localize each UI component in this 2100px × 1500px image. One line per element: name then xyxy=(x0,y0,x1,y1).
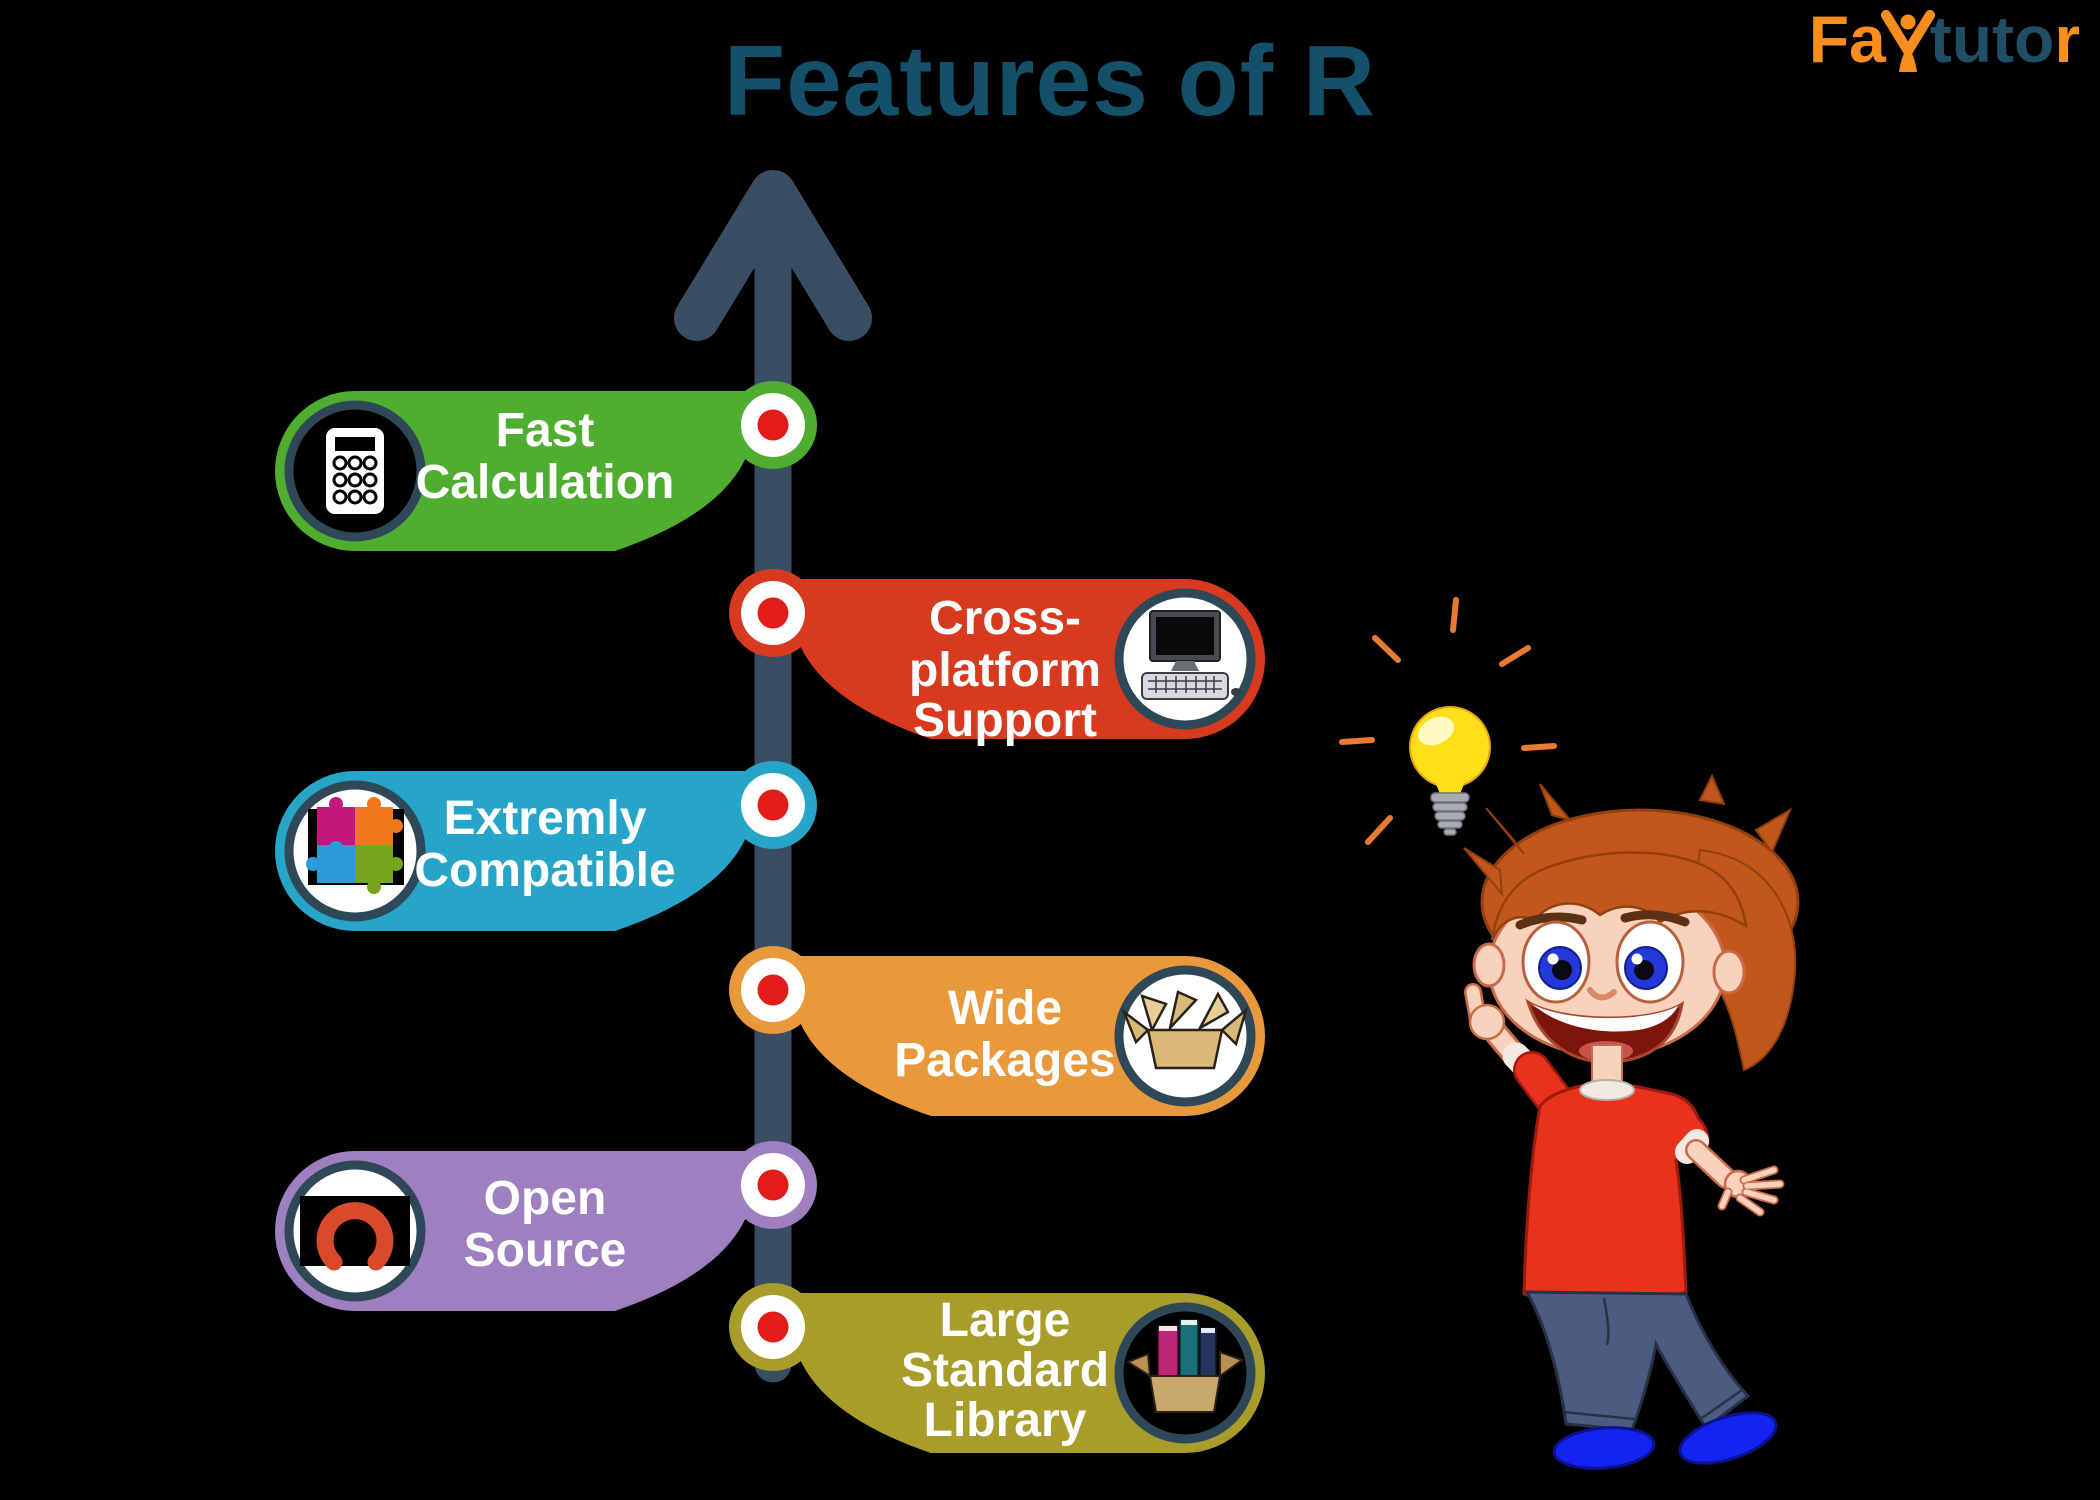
calculator-icon xyxy=(284,400,426,542)
feature-banner-cross-platform-support: Cross- platform Support xyxy=(729,569,1265,747)
feature-label-line: Compatible xyxy=(414,844,675,897)
feature-label-line: Standard xyxy=(901,1344,1109,1397)
logo-tuto: tuto xyxy=(1929,2,2055,76)
arrowhead-icon xyxy=(674,170,872,341)
feature-label-line: Open xyxy=(484,1172,607,1225)
feature-node xyxy=(729,946,817,1034)
feature-node xyxy=(729,761,817,849)
feature-label-line: Source xyxy=(464,1224,627,1277)
puzzle-pieces-icon xyxy=(284,780,426,922)
person-v-icon xyxy=(1880,10,1935,72)
feature-node xyxy=(729,569,817,657)
feature-banner-open-source: Open Source xyxy=(275,1141,817,1311)
feature-label-line: Cross- xyxy=(929,592,1081,645)
feature-banner-wide-packages: Wide Packages xyxy=(729,946,1265,1116)
idea-lightbulb-icon xyxy=(1339,597,1557,845)
feature-label-line: Library xyxy=(924,1394,1087,1447)
feature-label-line: Extremly xyxy=(444,792,647,845)
open-source-keyhole-icon xyxy=(284,1160,426,1302)
feature-label-line: Large xyxy=(940,1294,1071,1347)
feature-label-line: Fast xyxy=(496,404,595,457)
feature-label-line: Calculation xyxy=(416,456,675,509)
feature-node xyxy=(729,1141,817,1229)
logo-r: r xyxy=(2054,2,2080,76)
feature-banner-large-standard-library: Large Standard Library xyxy=(729,1283,1265,1453)
page-title: Features of R xyxy=(723,25,1376,137)
feature-label-line: Support xyxy=(913,694,1097,747)
feature-node xyxy=(729,381,817,469)
logo-fa: Fa xyxy=(1808,2,1886,76)
books-in-box-icon xyxy=(1114,1302,1256,1444)
feature-label-line: platform xyxy=(909,644,1101,697)
feature-label-line: Wide xyxy=(948,982,1062,1035)
cartoon-boy-thumbs-up xyxy=(1463,773,1800,1470)
desktop-computer-icon xyxy=(1114,588,1256,730)
feature-banner-fast-calculation: Fast Calculation xyxy=(275,381,817,551)
feature-node xyxy=(729,1283,817,1371)
open-box-icon xyxy=(1114,965,1256,1107)
feature-label-line: Packages xyxy=(894,1034,1116,1087)
brand-logo: Fa tuto r xyxy=(1809,6,2080,75)
feature-banner-extremly-compatible: Extremly Compatible xyxy=(275,761,817,931)
